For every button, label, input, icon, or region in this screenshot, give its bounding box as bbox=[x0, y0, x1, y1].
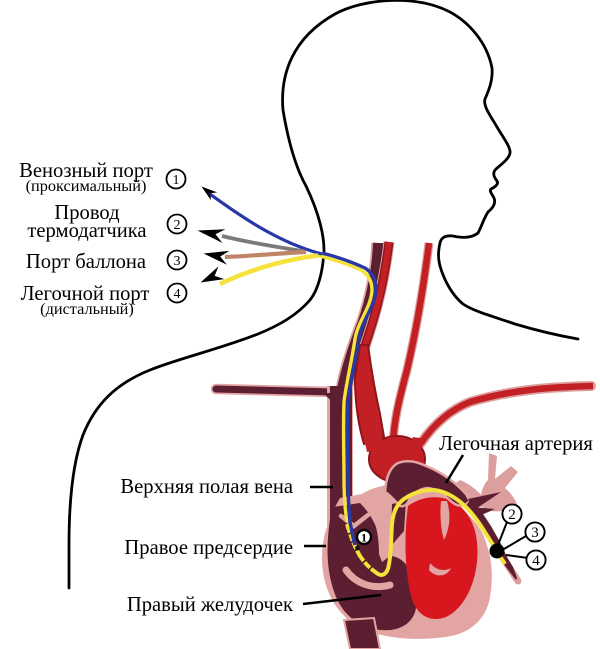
svg-text:3: 3 bbox=[174, 254, 181, 269]
svg-text:Венозный порт: Венозный порт bbox=[19, 160, 153, 182]
svg-text:(дистальный): (дистальный) bbox=[40, 299, 134, 318]
svg-text:Правый желудочек: Правый желудочек bbox=[127, 594, 294, 616]
svg-text:2: 2 bbox=[508, 507, 516, 523]
svg-text:Легочная артерия: Легочная артерия bbox=[439, 433, 593, 455]
svg-text:1: 1 bbox=[173, 173, 180, 188]
svg-text:1: 1 bbox=[361, 531, 367, 545]
svg-text:Верхняя полая вена: Верхняя полая вена bbox=[120, 476, 293, 498]
svg-text:Правое предсердие: Правое предсердие bbox=[124, 537, 293, 559]
svg-text:Легочной порт: Легочной порт bbox=[21, 283, 150, 305]
svg-text:Порт баллона: Порт баллона bbox=[26, 251, 146, 273]
svg-text:(проксимальный): (проксимальный) bbox=[26, 176, 147, 195]
svg-text:2: 2 bbox=[174, 218, 181, 233]
svg-text:термодатчика: термодатчика bbox=[27, 220, 146, 242]
svg-text:4: 4 bbox=[532, 553, 540, 569]
svg-text:Провод: Провод bbox=[54, 202, 120, 224]
svg-text:4: 4 bbox=[174, 287, 181, 302]
svg-text:3: 3 bbox=[531, 525, 539, 541]
